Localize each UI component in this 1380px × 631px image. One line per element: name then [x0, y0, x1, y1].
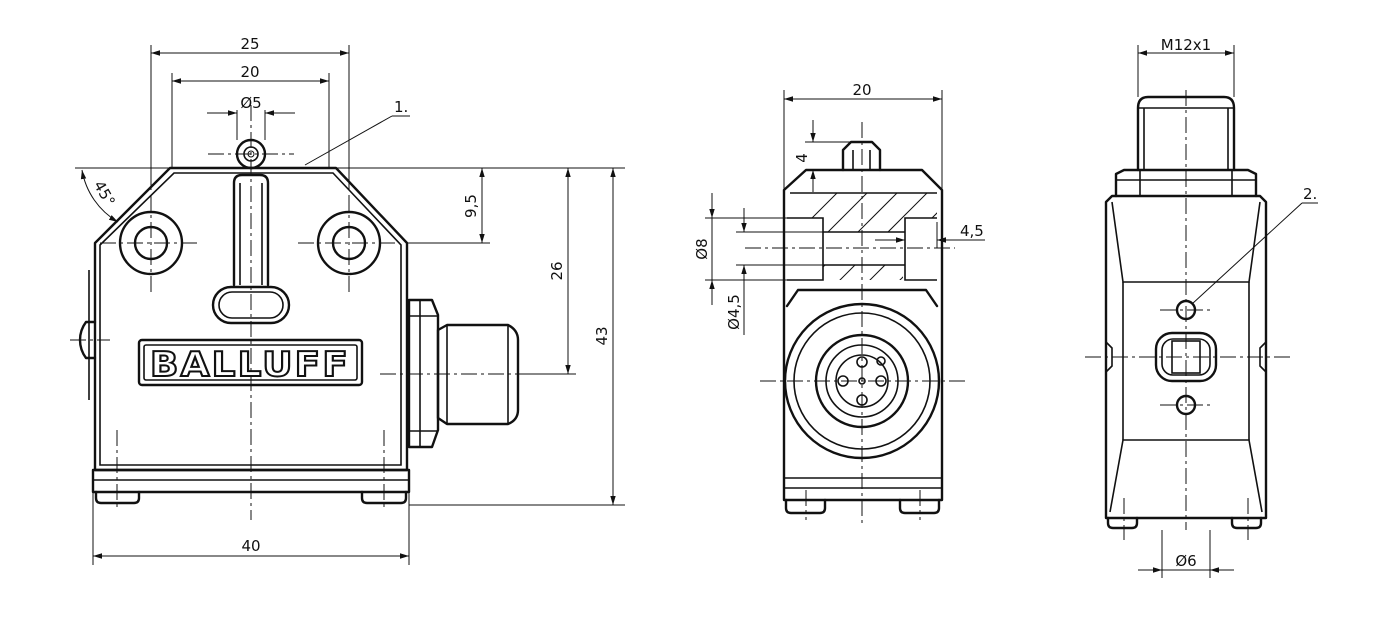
side-dim-counterbore-depth: 4,5 — [960, 222, 984, 240]
dim-chamfer-angle: 45° — [90, 177, 119, 209]
callout-2: 2. — [1303, 185, 1317, 203]
dim-total-height: 43 — [593, 326, 611, 345]
side-dim-width: 20 — [852, 81, 871, 99]
dim-base-width: 40 — [241, 537, 260, 555]
side-dim-plunger-height: 4 — [793, 153, 811, 163]
side-dim-counterbore-dia: Ø8 — [693, 238, 711, 259]
front-foot-left — [94, 490, 141, 505]
rear-connector-nut — [1114, 168, 1258, 198]
rear-dim-pin-dia: Ø6 — [1175, 552, 1196, 570]
rear-view: 2. M12x1 Ø6 — [1085, 36, 1318, 578]
dim-top-width: 25 — [240, 35, 259, 53]
front-body-inner-outline — [99, 172, 402, 466]
dim-hole-spacing: 20 — [240, 63, 259, 81]
side-dim-hole-dia: Ø4,5 — [725, 294, 743, 330]
dim-hole-height: 9,5 — [462, 194, 480, 218]
dim-plunger-dia: Ø5 — [240, 94, 261, 112]
rear-body-outline — [1104, 194, 1268, 520]
front-foot-right — [360, 490, 408, 505]
front-connector-nut — [407, 298, 440, 449]
rear-dim-thread: M12x1 — [1161, 36, 1211, 54]
logo-text: BALLUFF — [150, 345, 350, 385]
front-view: BALLUFF 25 20 Ø5 — [70, 35, 625, 565]
dim-connector-height: 26 — [548, 261, 566, 280]
side-counterbore-right — [904, 217, 937, 281]
side-counterbore-left — [787, 217, 824, 281]
callout-1: 1. — [394, 98, 408, 116]
side-view: 20 4 Ø8 Ø4,5 4,5 — [693, 81, 985, 525]
